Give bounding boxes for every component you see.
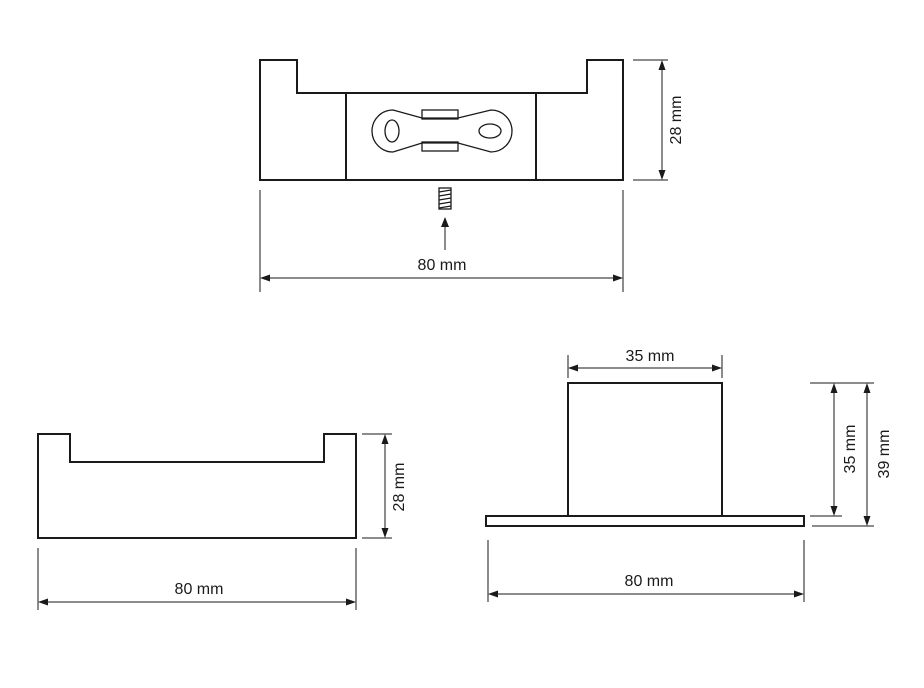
front-view-height-label: 28 mm bbox=[391, 463, 408, 512]
screw-hole-left bbox=[384, 119, 400, 143]
side-view: 35 mm 80 mm 35 mm 39 mm bbox=[485, 348, 893, 602]
top-view-height-dimension: 28 mm bbox=[633, 59, 685, 181]
top-view-width-label: 80 mm bbox=[418, 257, 467, 274]
top-view-width-dimension: 80 mm bbox=[259, 190, 624, 292]
front-view: 80 mm 28 mm bbox=[37, 433, 408, 610]
keyhole-outline bbox=[371, 109, 513, 153]
side-view-top-width-dimension: 35 mm bbox=[567, 348, 723, 378]
side-view-body bbox=[567, 382, 723, 517]
side-view-body-height-dimension: 35 mm bbox=[810, 382, 859, 517]
grub-screw-icon bbox=[438, 187, 452, 210]
front-view-hook-outline bbox=[37, 433, 357, 539]
front-view-height-dimension: 28 mm bbox=[362, 433, 408, 539]
front-view-width-label: 80 mm bbox=[175, 581, 224, 598]
side-view-base-plate bbox=[485, 515, 805, 527]
mounting-slot-top bbox=[421, 109, 459, 120]
mounting-plate bbox=[345, 92, 537, 181]
screw-hole-right bbox=[478, 123, 502, 139]
side-view-top-width-label: 35 mm bbox=[626, 348, 675, 365]
front-view-width-dimension: 80 mm bbox=[37, 548, 357, 610]
mounting-slot-bottom bbox=[421, 141, 459, 152]
side-view-body-height-label: 35 mm bbox=[842, 425, 859, 474]
side-view-base-width-dimension: 80 mm bbox=[487, 540, 805, 602]
top-view-height-label: 28 mm bbox=[668, 96, 685, 145]
side-view-base-width-label: 80 mm bbox=[625, 573, 674, 590]
side-view-total-height-label: 39 mm bbox=[876, 430, 893, 479]
side-view-total-height-dimension: 39 mm bbox=[812, 382, 893, 527]
screw-direction-arrow bbox=[441, 217, 449, 250]
top-view: 80 mm 28 mm bbox=[259, 59, 685, 292]
